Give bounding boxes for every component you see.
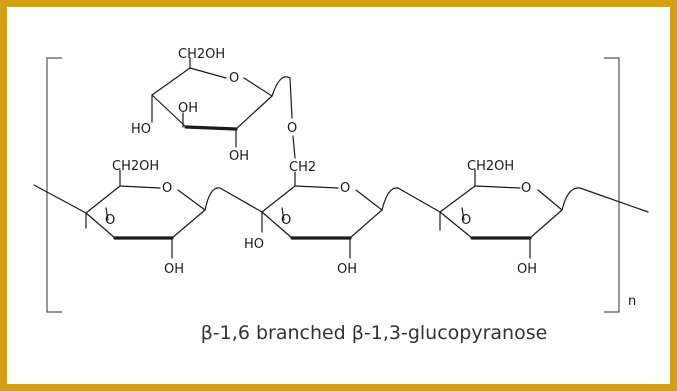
bridge-oxygen-label: O — [287, 121, 297, 136]
ring1-oh-label: OH — [164, 262, 184, 277]
branch-oh-lower-label: OH — [229, 149, 249, 164]
ring3-o3-label: O — [461, 213, 471, 228]
structure-caption: β-1,6 branched β-1,3-glucopyranose — [201, 322, 548, 344]
branch-oh-upper-label: OH — [178, 101, 198, 116]
ring2-glucose — [219, 171, 399, 259]
branch-ho-label: HO — [131, 122, 151, 137]
left-bracket — [46, 57, 62, 313]
branch-linkage — [271, 76, 296, 159]
repeat-subscript-n: n — [628, 294, 636, 309]
bridge-ch2-label: CH2 — [289, 160, 316, 175]
ring1-glucose — [33, 169, 221, 259]
ring1-ch2oh-label: CH2OH — [112, 159, 159, 174]
ring3-oh-label: OH — [517, 262, 537, 277]
ring1-o3-label: O — [105, 213, 115, 228]
ring3-ch2oh-label: CH2OH — [467, 159, 514, 174]
ring3-ring-oxygen-label: O — [521, 181, 531, 196]
ring1-ring-oxygen-label: O — [162, 181, 172, 196]
ring2-o3-label: O — [281, 213, 291, 228]
branch-ch2oh-label: CH2OH — [178, 47, 225, 62]
right-bracket — [604, 57, 620, 313]
branch-glucose-ring — [151, 57, 273, 148]
ring2-ho-label: HO — [244, 237, 264, 252]
branch-ring-oxygen-label: O — [229, 71, 239, 86]
ring2-oh-label: OH — [337, 262, 357, 277]
ring3-glucose — [397, 169, 649, 259]
ring2-ring-oxygen-label: O — [340, 181, 350, 196]
